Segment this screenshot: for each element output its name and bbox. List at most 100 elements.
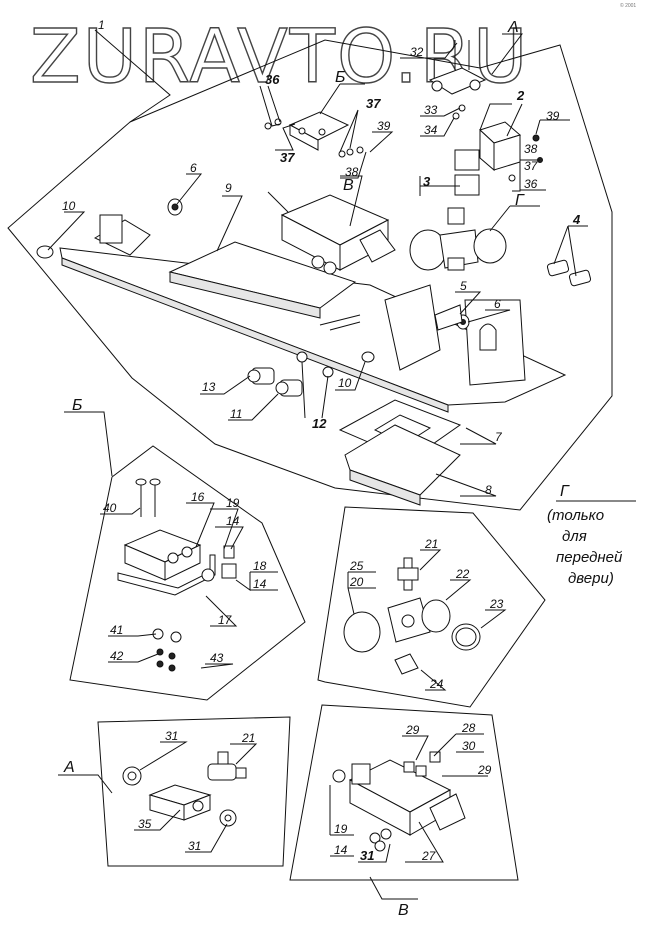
label-3: 3 (423, 174, 431, 189)
label-11: 11 (230, 407, 242, 421)
label-v-28: 28 (461, 721, 476, 735)
view-g-note-line-1: (только (547, 507, 604, 524)
view-g-parts (343, 557, 481, 675)
view-g-note-line-3: передней (556, 549, 623, 566)
view-g-labels: 25 20 21 22 23 24 (349, 537, 504, 691)
view-v-labels: 29 28 30 29 19 14 31 27 (334, 721, 492, 863)
label-6a: 6 (190, 161, 197, 175)
valve-body-b-main (288, 111, 350, 151)
label-b-40: 40 (103, 501, 117, 515)
label-g-22: 22 (455, 567, 470, 581)
fitting-11 (275, 379, 303, 397)
view-b-leaders (100, 502, 278, 669)
label-view-v: В (343, 177, 354, 194)
label-8: 8 (485, 483, 492, 497)
fittings-4 (546, 259, 592, 287)
main-labels: 1 2 3 4 5 6 6 7 8 9 10 10 11 12 13 32 33… (62, 18, 581, 497)
view-v-leaders (329, 733, 488, 863)
view-g-title: Г (560, 483, 570, 500)
label-b-14b: 14 (253, 577, 267, 591)
label-g-21: 21 (424, 537, 438, 551)
view-v-title-leader (369, 876, 418, 900)
relay-block-3 (454, 149, 480, 196)
view-b-labels: 40 16 19 14 18 14 17 41 42 43 (103, 490, 267, 665)
valve-block-v-main (267, 191, 396, 275)
label-1: 1 (98, 18, 105, 32)
label-39b: 39 (546, 109, 560, 123)
main-leaders (47, 29, 588, 497)
label-34: 34 (424, 123, 438, 137)
label-view-g: Г (515, 192, 525, 209)
view-a-outline (97, 716, 291, 867)
plate-5 (434, 304, 463, 331)
view-g-note-line-4: двери) (568, 570, 614, 587)
label-33: 33 (424, 103, 438, 117)
cover-part-8 (344, 424, 461, 506)
label-view-b: Б (335, 69, 345, 86)
label-v-31: 31 (360, 848, 374, 863)
label-v-19: 19 (334, 822, 348, 836)
label-b-14a: 14 (226, 514, 240, 528)
washer-12b (322, 366, 334, 378)
view-b-parts (117, 478, 237, 672)
view-a-parts (122, 751, 247, 827)
label-36b: 36 (524, 177, 538, 191)
label-a-21: 21 (241, 731, 255, 745)
label-b-42: 42 (110, 649, 124, 663)
label-g-25: 25 (349, 559, 364, 573)
view-b-title-leader (64, 411, 113, 477)
nut-6a (167, 198, 183, 216)
label-12: 12 (312, 416, 327, 431)
label-b-41: 41 (110, 623, 123, 637)
label-a-35: 35 (138, 817, 152, 831)
view-v-title: В (398, 902, 409, 919)
view-g-note-line-2: для (562, 528, 587, 545)
view-g-leaders (347, 549, 507, 691)
label-v-29b: 29 (477, 763, 492, 777)
fitting-13 (247, 367, 275, 385)
label-g-20: 20 (349, 575, 364, 589)
label-b-18: 18 (253, 559, 267, 573)
label-9: 9 (225, 181, 232, 195)
label-g-23: 23 (489, 597, 504, 611)
label-view-a: А (507, 19, 519, 36)
label-b-16: 16 (191, 490, 205, 504)
washer-12a (296, 351, 308, 363)
label-v-29a: 29 (405, 723, 420, 737)
label-b-19: 19 (226, 496, 240, 510)
label-37b: 37 (280, 150, 295, 165)
label-g-24: 24 (429, 677, 444, 691)
relay-block-2 (479, 121, 522, 172)
valve-g-main (409, 207, 507, 271)
label-6b: 6 (494, 297, 501, 311)
label-b-43: 43 (210, 651, 224, 665)
main-frame (59, 214, 567, 413)
watermark: ZURAVTO.RU (30, 14, 529, 100)
view-a-leaders (134, 741, 258, 853)
view-a-title-leader (58, 774, 113, 794)
label-7: 7 (495, 430, 503, 444)
label-a-31b: 31 (188, 839, 201, 853)
view-b-title: Б (72, 397, 82, 414)
view-v-outline (289, 704, 519, 881)
label-37c: 37 (524, 159, 539, 173)
label-13: 13 (202, 380, 216, 394)
label-v-30: 30 (462, 739, 476, 753)
view-a-title: А (63, 759, 75, 776)
label-2: 2 (516, 88, 525, 103)
label-a-31a: 31 (165, 729, 178, 743)
label-36a: 36 (265, 72, 280, 87)
washer-10b (361, 351, 375, 363)
label-5: 5 (460, 279, 467, 293)
label-4: 4 (572, 212, 581, 227)
label-b-17: 17 (218, 613, 233, 627)
label-10b: 10 (338, 376, 352, 390)
valve-a-main (428, 67, 487, 95)
label-32: 32 (410, 45, 424, 59)
corner-stamp: © 2001 (620, 2, 636, 9)
label-37a: 37 (366, 96, 381, 111)
small-hardware (264, 118, 543, 182)
view-b-outline (69, 445, 306, 701)
